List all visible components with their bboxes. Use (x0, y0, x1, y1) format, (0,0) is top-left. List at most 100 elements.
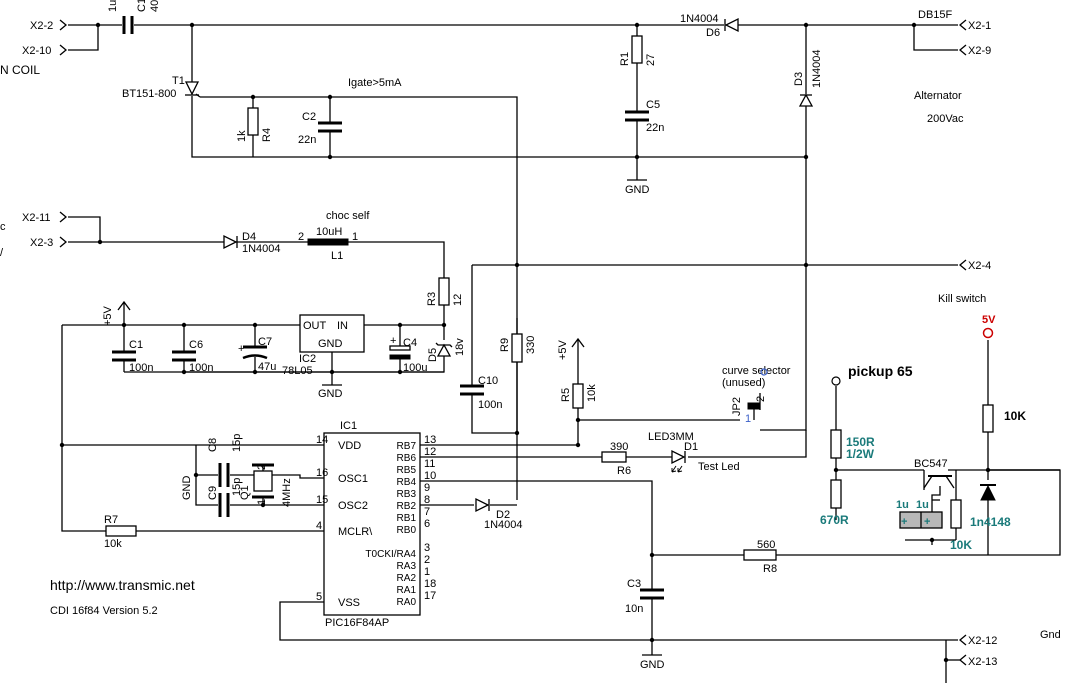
ic1-pin-number: 13 (424, 434, 436, 446)
c4-value: 100u (403, 362, 427, 374)
c6-value: 100n (189, 362, 213, 374)
ic1-pin-name: RB1 (397, 513, 417, 524)
resistor-r5: R5 10k (560, 383, 598, 409)
connector-x2-4: X2-4 (958, 259, 991, 272)
resistor-r8: 560 R8 (743, 539, 777, 575)
c1-name: C1 (129, 339, 143, 351)
r5-value: 10k (586, 384, 598, 402)
igate-label: Igate>5mA (348, 77, 402, 89)
x2-13-label: X2-13 (968, 656, 997, 668)
ic1-pin-number: 12 (424, 446, 436, 458)
r8-value: 560 (757, 539, 775, 551)
fragment-v: / (0, 247, 4, 259)
ic1-pin-name: RA0 (397, 597, 417, 608)
c9-value: 15p (231, 478, 243, 496)
connector-x2-13: X2-13 (958, 654, 997, 668)
r6-name: R6 (617, 465, 631, 477)
ic1-pin-number: 5 (316, 591, 322, 603)
diode-d2: D2 1N4004 (475, 497, 523, 531)
ic1-pin-number: 11 (424, 458, 435, 470)
cap1u-a-label: 1u (896, 499, 909, 511)
supply-5v-label: +5V (102, 305, 114, 326)
ic1-pin-name: T0CKI/RA4 (365, 549, 416, 560)
capacitor-c11: 1u C11 40 (107, 0, 161, 34)
ic1-pin-name: RA3 (397, 561, 417, 572)
ic1-pin-name: RB6 (397, 453, 417, 464)
capacitor-c3: C3 10n (625, 578, 664, 615)
thyristor-t1: T1 BT151-800 (122, 75, 201, 100)
cap1u-plus-b: + (924, 516, 930, 528)
ic1-pin-name: RB0 (397, 525, 417, 536)
r7-name: R7 (104, 514, 118, 526)
d3-value: 1N4004 (811, 49, 823, 88)
jp2-pin2: 2 (755, 396, 767, 402)
ic1-pin-number: 17 (424, 590, 436, 602)
d5-value: 18v (454, 338, 466, 356)
capacitor-1u-pair: 1u 1u + + (896, 499, 943, 529)
d3-name: D3 (793, 72, 805, 86)
diode-1n4148: 1n4148 (970, 484, 1011, 529)
capacitor-c9: C9 15p (207, 478, 243, 517)
resistor-150r: 150R 1/2W (830, 429, 875, 461)
ic1-pin-number: 4 (316, 520, 322, 532)
ic1-pin-name: RA1 (397, 585, 417, 596)
jumper-jp2: curve selector (unused) JP2 1 2 (722, 365, 791, 425)
bc547-label: BC547 (914, 458, 948, 470)
c3-name: C3 (627, 578, 641, 590)
r1-value: 27 (645, 54, 657, 66)
c1-value: 100n (129, 362, 153, 374)
x2-4-label: X2-4 (968, 260, 991, 272)
c11-value: 1u (107, 0, 119, 12)
l1-value: 10uH (316, 226, 342, 238)
diode-d6: 1N4004 D6 (680, 13, 739, 39)
ic1-pin-number: 1 (424, 566, 430, 578)
inductor-l1: choc self 10uH L1 2 1 (298, 210, 370, 262)
ic1-pin-number: 3 (424, 542, 430, 554)
c6-name: C6 (189, 339, 203, 351)
version-label: CDI 16f84 Version 5.2 (50, 605, 158, 617)
ic2-in: IN (337, 320, 348, 332)
x2-10-label: X2-10 (22, 45, 51, 57)
c2-value: 22n (298, 134, 316, 146)
choc-self-label: choc self (326, 210, 370, 222)
alternator-voltage: 200Vac (927, 113, 964, 125)
capacitor-c6: C6 100n (172, 339, 213, 374)
capacitor-c5: C5 22n (625, 99, 664, 134)
c8-name: C8 (207, 438, 219, 452)
ic1-pin-number: 16 (316, 467, 328, 479)
r9-value: 330 (525, 336, 537, 354)
r10k-kill-value: 10K (1004, 409, 1026, 423)
t1-name: T1 (172, 75, 185, 87)
supply-5v-r5: +5V (557, 337, 585, 360)
d6-name: D6 (706, 27, 720, 39)
r5-name: R5 (560, 388, 572, 402)
ic2-name: IC2 (299, 353, 316, 365)
l1-pin2: 2 (298, 231, 304, 243)
r670-value: 670R (820, 513, 849, 527)
r7-value: 10k (104, 538, 122, 550)
ic1-pin-name: RB7 (397, 441, 417, 452)
supply-5v-r5-label: +5V (557, 339, 569, 360)
t1-value: BT151-800 (122, 88, 176, 100)
capacitor-c7: + C7 47u (238, 336, 276, 373)
ic2-gnd: GND (318, 338, 343, 350)
r3-value: 12 (452, 294, 464, 306)
q1-name: Q1 (239, 485, 251, 500)
r4-name: R4 (261, 128, 273, 142)
d1n4148-label: 1n4148 (970, 515, 1011, 529)
connector-x2-11: X2-11 (22, 211, 68, 224)
d4-value: 1N4004 (242, 243, 281, 255)
ic1-pin-number: 2 (424, 554, 430, 566)
resistor-r4: 1k R4 (236, 107, 273, 142)
c10-value: 100n (478, 399, 502, 411)
led3mm-label: LED3MM (648, 431, 694, 443)
led-d1: LED3MM D1 Test Led (648, 431, 740, 473)
website-label: http://www.transmic.net (50, 577, 195, 593)
transistor-bc547: BC547 (914, 458, 955, 489)
x2-11-label: X2-11 (22, 212, 51, 224)
r3-name: R3 (426, 292, 438, 306)
gnd-tag: Gnd (1040, 629, 1061, 641)
